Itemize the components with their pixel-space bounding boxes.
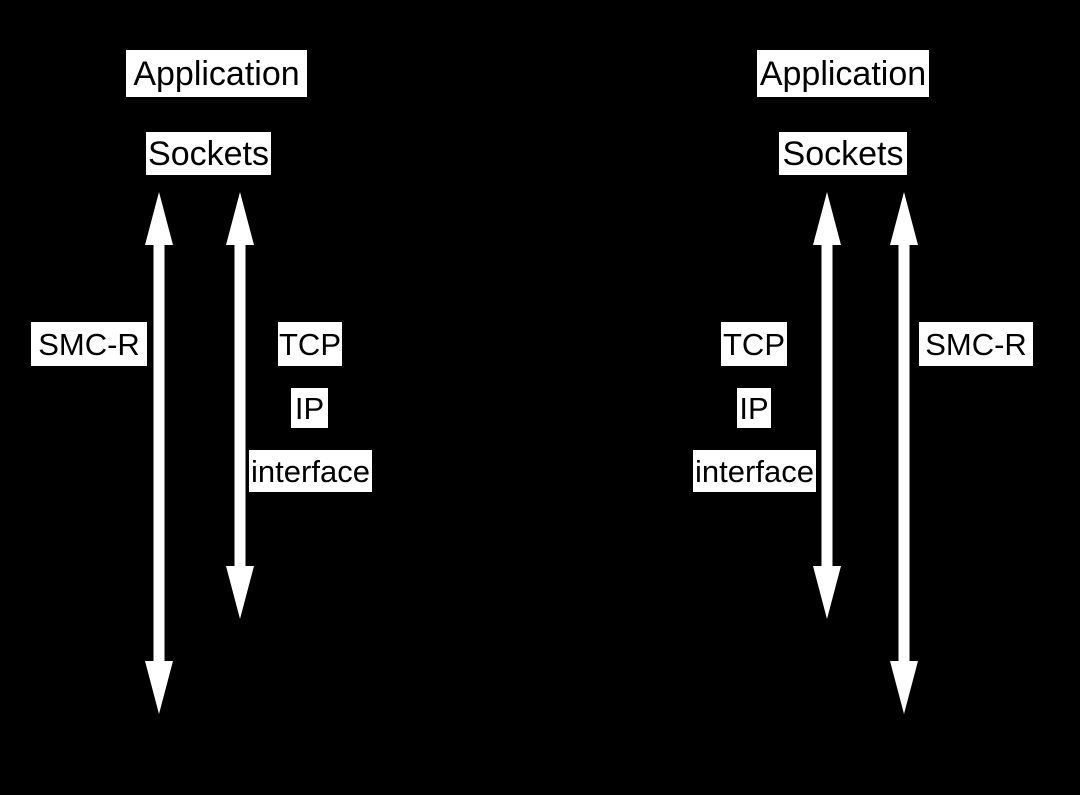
right-interface-label: interface — [693, 450, 816, 492]
right-tcp-label: TCP — [721, 322, 787, 366]
left-smcr-label: SMC-R — [31, 322, 147, 366]
right-sockets-label: Sockets — [779, 132, 907, 175]
right-smcr-path-arrow — [890, 192, 918, 714]
left-tcp-label: TCP — [278, 322, 342, 366]
right-smcr-label: SMC-R — [919, 322, 1033, 366]
left-sockets-label: Sockets — [146, 132, 271, 175]
right-tcpip-path-arrow — [813, 192, 841, 619]
left-smcr-path-arrow — [145, 192, 173, 714]
right-ip-label: IP — [737, 388, 771, 428]
left-application-label: Application — [126, 50, 307, 97]
left-tcpip-path-arrow — [226, 192, 254, 619]
left-ip-label: IP — [291, 388, 328, 428]
right-application-label: Application — [757, 50, 929, 97]
left-interface-label: interface — [249, 450, 372, 492]
